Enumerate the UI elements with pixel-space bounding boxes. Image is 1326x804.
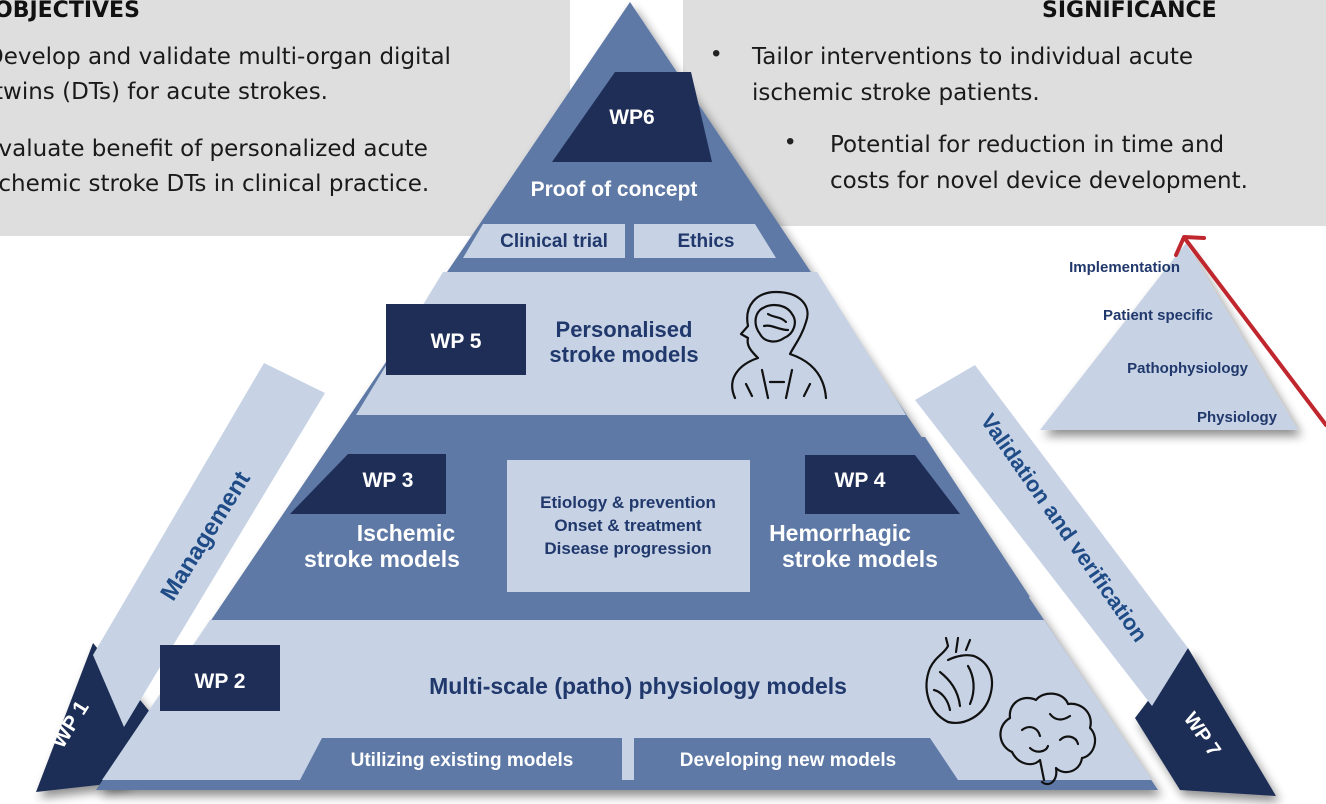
objectives-panel xyxy=(0,0,570,236)
center-line-2: Onset & treatment xyxy=(554,516,702,535)
center-line-1: Etiology & prevention xyxy=(540,493,716,512)
significance-bullet-2-marker: • xyxy=(786,128,795,155)
objectives-line-2: twins (DTs) for acute strokes. xyxy=(0,79,328,105)
brain-icon xyxy=(999,692,1097,786)
wp2-label: WP 2 xyxy=(195,670,246,693)
wp3-title-line-1: Ischemic xyxy=(357,520,456,546)
significance-panel xyxy=(683,0,1326,226)
significance-bullet-2-line-2: costs for novel device development. xyxy=(830,168,1248,194)
existing-models-box xyxy=(300,738,622,780)
significance-bullet-1-marker: • xyxy=(712,40,721,67)
wp2-label-box xyxy=(160,645,280,711)
significance-bullet-2-line-1: Potential for reduction in time and xyxy=(830,132,1225,158)
wp3-label-box xyxy=(290,454,446,514)
wp6-title: Proof of concept xyxy=(531,178,698,201)
new-models-box xyxy=(634,738,958,780)
objectives-line-3: Evaluate benefit of personalized acute xyxy=(0,136,428,162)
progression-arrow xyxy=(1174,235,1326,427)
wp4-label-box xyxy=(805,455,960,514)
mini-level-pathophysiology: Pathophysiology xyxy=(1127,360,1249,377)
heart-icon xyxy=(925,636,994,724)
wp4-title-line-2: stroke models xyxy=(782,546,938,572)
wp6-label: WP6 xyxy=(609,106,655,129)
wp5-label: WP 5 xyxy=(431,330,482,353)
mini-pyramid xyxy=(1040,243,1298,430)
wp5-title-line-2: stroke models xyxy=(549,342,698,367)
significance-bullet-1-line-1: Tailor interventions to individual acute xyxy=(752,44,1194,70)
objectives-line-4: ischemic stroke DTs in clinical practice… xyxy=(0,171,430,197)
ethics-label: Ethics xyxy=(677,231,734,252)
objectives-line-1: Develop and validate multi-organ digital xyxy=(0,44,451,70)
management-bar xyxy=(93,363,325,727)
ethics-box xyxy=(634,224,776,258)
existing-models-label: Utilizing existing models xyxy=(351,750,574,771)
wp4-title-line-1: Hemorrhagic xyxy=(769,520,911,546)
significance-heading: SIGNIFICANCE xyxy=(1042,0,1217,23)
wp2-title: Multi-scale (patho) physiology models xyxy=(429,673,847,699)
wp5-title-line-1: Personalised xyxy=(556,317,693,342)
center-box xyxy=(507,460,750,592)
significance-bullet-1-line-2: ischemic stroke patients. xyxy=(752,80,1040,106)
validation-bar xyxy=(915,365,1188,706)
objectives-heading: OBJECTIVES xyxy=(0,0,140,23)
wp3-label: WP 3 xyxy=(363,469,414,492)
head-brain-icon xyxy=(731,290,828,400)
mini-level-implementation: Implementation xyxy=(1069,259,1180,276)
wp4-label: WP 4 xyxy=(835,469,886,492)
mini-level-physiology: Physiology xyxy=(1197,409,1278,426)
center-line-3: Disease progression xyxy=(544,539,711,558)
clinical-trial-box xyxy=(463,224,625,258)
mini-level-patient-specific: Patient specific xyxy=(1103,307,1213,324)
wp5-label-box xyxy=(386,304,526,375)
wp7-side-base xyxy=(1135,648,1276,796)
wp3-title-line-2: stroke models xyxy=(304,546,460,572)
wp6-label-box xyxy=(552,72,712,162)
new-models-label: Developing new models xyxy=(680,750,896,771)
clinical-trial-label: Clinical trial xyxy=(500,231,608,252)
